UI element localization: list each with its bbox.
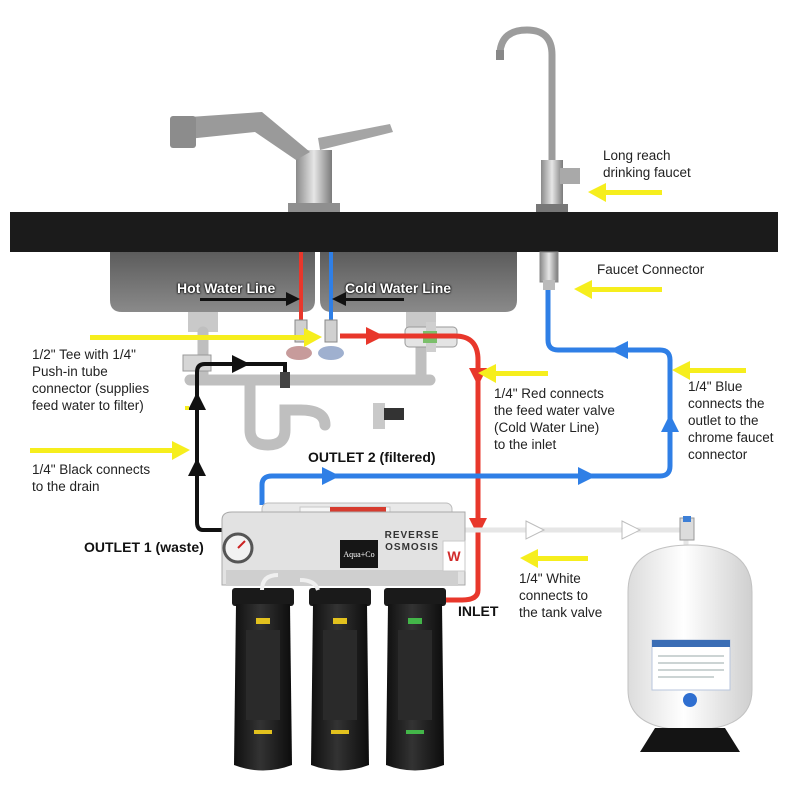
label-line: connector (supplies xyxy=(32,381,150,396)
pointer-arrows xyxy=(30,183,746,568)
label-line: the feed water valve xyxy=(494,403,615,418)
filter-housing-2 xyxy=(309,588,371,771)
white-tank-line xyxy=(462,516,695,545)
brand-logo: Aqua+Co xyxy=(343,550,374,559)
label-line: 1/4" Blue xyxy=(688,379,743,394)
kitchen-mixer-tap xyxy=(170,112,393,213)
label-line: Cold Water Line xyxy=(345,280,452,296)
label-line: OUTLET 1 (waste) xyxy=(84,539,204,555)
label-black-line: 1/4" Black connects to the drain xyxy=(32,461,150,495)
label-line: to the inlet xyxy=(494,437,557,452)
countertop xyxy=(10,212,778,252)
blue-outlet-line xyxy=(259,290,679,505)
filter-housing-1 xyxy=(232,588,294,771)
double-sink xyxy=(110,252,517,332)
label-line: drinking faucet xyxy=(603,165,691,180)
drain-saddle-valve xyxy=(373,403,404,429)
label-line: chrome faucet xyxy=(688,430,774,445)
ro-unit xyxy=(221,502,466,586)
pointer-arrow-drain xyxy=(30,441,190,460)
label-line: the tank valve xyxy=(519,605,603,620)
pointer-arrow-connector xyxy=(574,280,662,299)
drain-plumbing xyxy=(184,326,436,451)
label-outlet-1: OUTLET 1 (waste) xyxy=(84,539,204,556)
drinking-faucet xyxy=(496,26,580,212)
pointer-arrow-red xyxy=(478,364,548,383)
unit-branding: REVERSE OSMOSIS Aqua+Co W xyxy=(343,530,461,564)
label-line: connects the xyxy=(688,396,765,411)
storage-tank xyxy=(627,544,753,752)
label-line: INLET xyxy=(458,603,499,619)
label-line: outlet to the xyxy=(688,413,759,428)
label-blue-line: 1/4" Blue connects the outlet to the chr… xyxy=(688,378,774,463)
label-inlet: INLET xyxy=(458,603,498,620)
line-pointer-arrows xyxy=(200,292,404,306)
pointer-arrow-tee-lower xyxy=(185,406,189,410)
label-outlet-2: OUTLET 2 (filtered) xyxy=(308,449,436,466)
brand-line-1: REVERSE xyxy=(385,530,440,541)
label-line: OUTLET 2 (filtered) xyxy=(308,449,436,465)
label-line: 1/4" Red connects xyxy=(494,386,604,401)
pointer-arrow-white xyxy=(520,549,588,568)
pointer-arrow-tee xyxy=(90,328,322,347)
pointer-arrow-faucet xyxy=(588,183,662,202)
label-line: connects to xyxy=(519,588,589,603)
label-line: Long reach xyxy=(603,148,671,163)
label-hot-water-line: Hot Water Line xyxy=(177,280,275,297)
pointer-arrow-blue xyxy=(672,361,746,380)
label-line: 1/4" Black connects xyxy=(32,462,151,477)
watermark-logo: W xyxy=(447,548,461,564)
label-line: feed water to filter) xyxy=(32,398,144,413)
black-drain-line xyxy=(188,355,290,532)
label-white-line: 1/4" White connects to the tank valve xyxy=(519,570,602,621)
label-line: connector xyxy=(688,447,748,462)
brand-line-2: OSMOSIS xyxy=(385,542,439,553)
label-line: Push-in tube xyxy=(32,364,108,379)
label-drinking-faucet: Long reach drinking faucet xyxy=(603,147,691,181)
label-line: (Cold Water Line) xyxy=(494,420,600,435)
label-red-line: 1/4" Red connects the feed water valve (… xyxy=(494,385,615,453)
filter-housing-3 xyxy=(384,588,446,771)
label-faucet-connector: Faucet Connector xyxy=(597,261,704,278)
faucet-connector xyxy=(539,251,559,290)
label-line: 1/4" White xyxy=(519,571,581,586)
label-cold-water-line: Cold Water Line xyxy=(345,280,451,297)
label-tee-connector: 1/2" Tee with 1/4" Push-in tube connecto… xyxy=(32,346,149,414)
label-line: 1/2" Tee with 1/4" xyxy=(32,347,136,362)
label-line: to the drain xyxy=(32,479,100,494)
label-line: Hot Water Line xyxy=(177,280,276,296)
label-line: Faucet Connector xyxy=(597,262,705,277)
filter-housings xyxy=(232,573,446,771)
